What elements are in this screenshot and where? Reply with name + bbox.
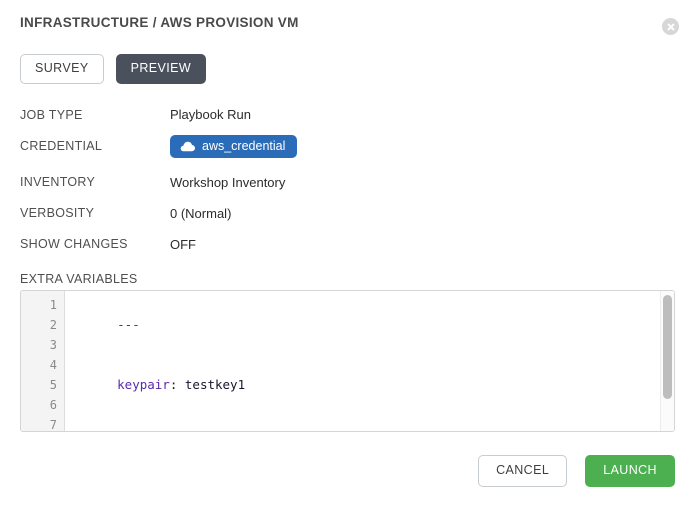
- line-number: 1: [49, 298, 57, 312]
- job-type-label: JOB TYPE: [20, 107, 83, 122]
- line-number: 4: [49, 358, 57, 372]
- tab-preview[interactable]: PREVIEW: [115, 54, 207, 84]
- yaml-doc-marker: ---: [117, 317, 140, 332]
- code-line: aws_region: us-west-1: [72, 415, 674, 431]
- line-number: 7: [49, 418, 57, 432]
- editor-scrollbar-thumb[interactable]: [663, 295, 672, 399]
- detail-row-verbosity: VERBOSITY 0 (Normal): [20, 203, 660, 224]
- credential-badge[interactable]: aws_credential: [170, 135, 298, 158]
- inventory-label: INVENTORY: [20, 175, 96, 189]
- line-number: 5: [49, 378, 57, 392]
- cloud-icon: [180, 141, 195, 152]
- cancel-button[interactable]: CANCEL: [478, 455, 568, 487]
- line-number-gutter: 1 2 3 4 5 6 7: [21, 291, 65, 431]
- line-number: 3: [49, 338, 57, 352]
- code-line: ---: [72, 295, 674, 355]
- close-icon[interactable]: [662, 18, 679, 35]
- line-number: 2: [49, 318, 57, 332]
- detail-row-job-type: JOB TYPE Playbook Run: [20, 104, 660, 125]
- tab-survey[interactable]: SURVEY: [20, 54, 104, 84]
- yaml-key: keypair: [117, 377, 170, 392]
- show-changes-value: OFF: [170, 236, 196, 252]
- code-line: keypair: testkey1: [72, 355, 674, 415]
- editor-scrollbar[interactable]: [660, 291, 674, 431]
- detail-row-inventory: INVENTORY Workshop Inventory: [20, 172, 660, 193]
- tab-row: SURVEY PREVIEW: [20, 54, 207, 84]
- verbosity-label: VERBOSITY: [20, 206, 95, 220]
- launch-button[interactable]: LAUNCH: [585, 455, 675, 487]
- extra-variables-label: EXTRA VARIABLES: [20, 272, 138, 286]
- extra-variables-editor[interactable]: 1 2 3 4 5 6 7 --- keypair: testkey1 aws_…: [20, 290, 675, 432]
- job-type-value: Playbook Run: [170, 107, 251, 122]
- verbosity-value: 0 (Normal): [170, 205, 232, 221]
- page-title: INFRASTRUCTURE / AWS PROVISION VM: [20, 15, 299, 30]
- yaml-value: testkey1: [184, 377, 246, 392]
- dialog-footer: CANCEL LAUNCH: [478, 455, 675, 487]
- detail-row-show-changes: SHOW CHANGES OFF: [20, 234, 660, 255]
- detail-row-credential: CREDENTIAL aws_credential: [20, 135, 660, 158]
- show-changes-label: SHOW CHANGES: [20, 237, 128, 251]
- yaml-colon: :: [169, 377, 185, 392]
- line-number: 6: [49, 398, 57, 412]
- credential-label: CREDENTIAL: [20, 139, 103, 154]
- credential-badge-label: aws_credential: [202, 139, 286, 153]
- job-details: JOB TYPE Playbook Run CREDENTIAL aws_cre…: [20, 104, 660, 265]
- inventory-value: Workshop Inventory: [170, 174, 286, 190]
- code-area[interactable]: --- keypair: testkey1 aws_region: us-wes…: [65, 291, 674, 431]
